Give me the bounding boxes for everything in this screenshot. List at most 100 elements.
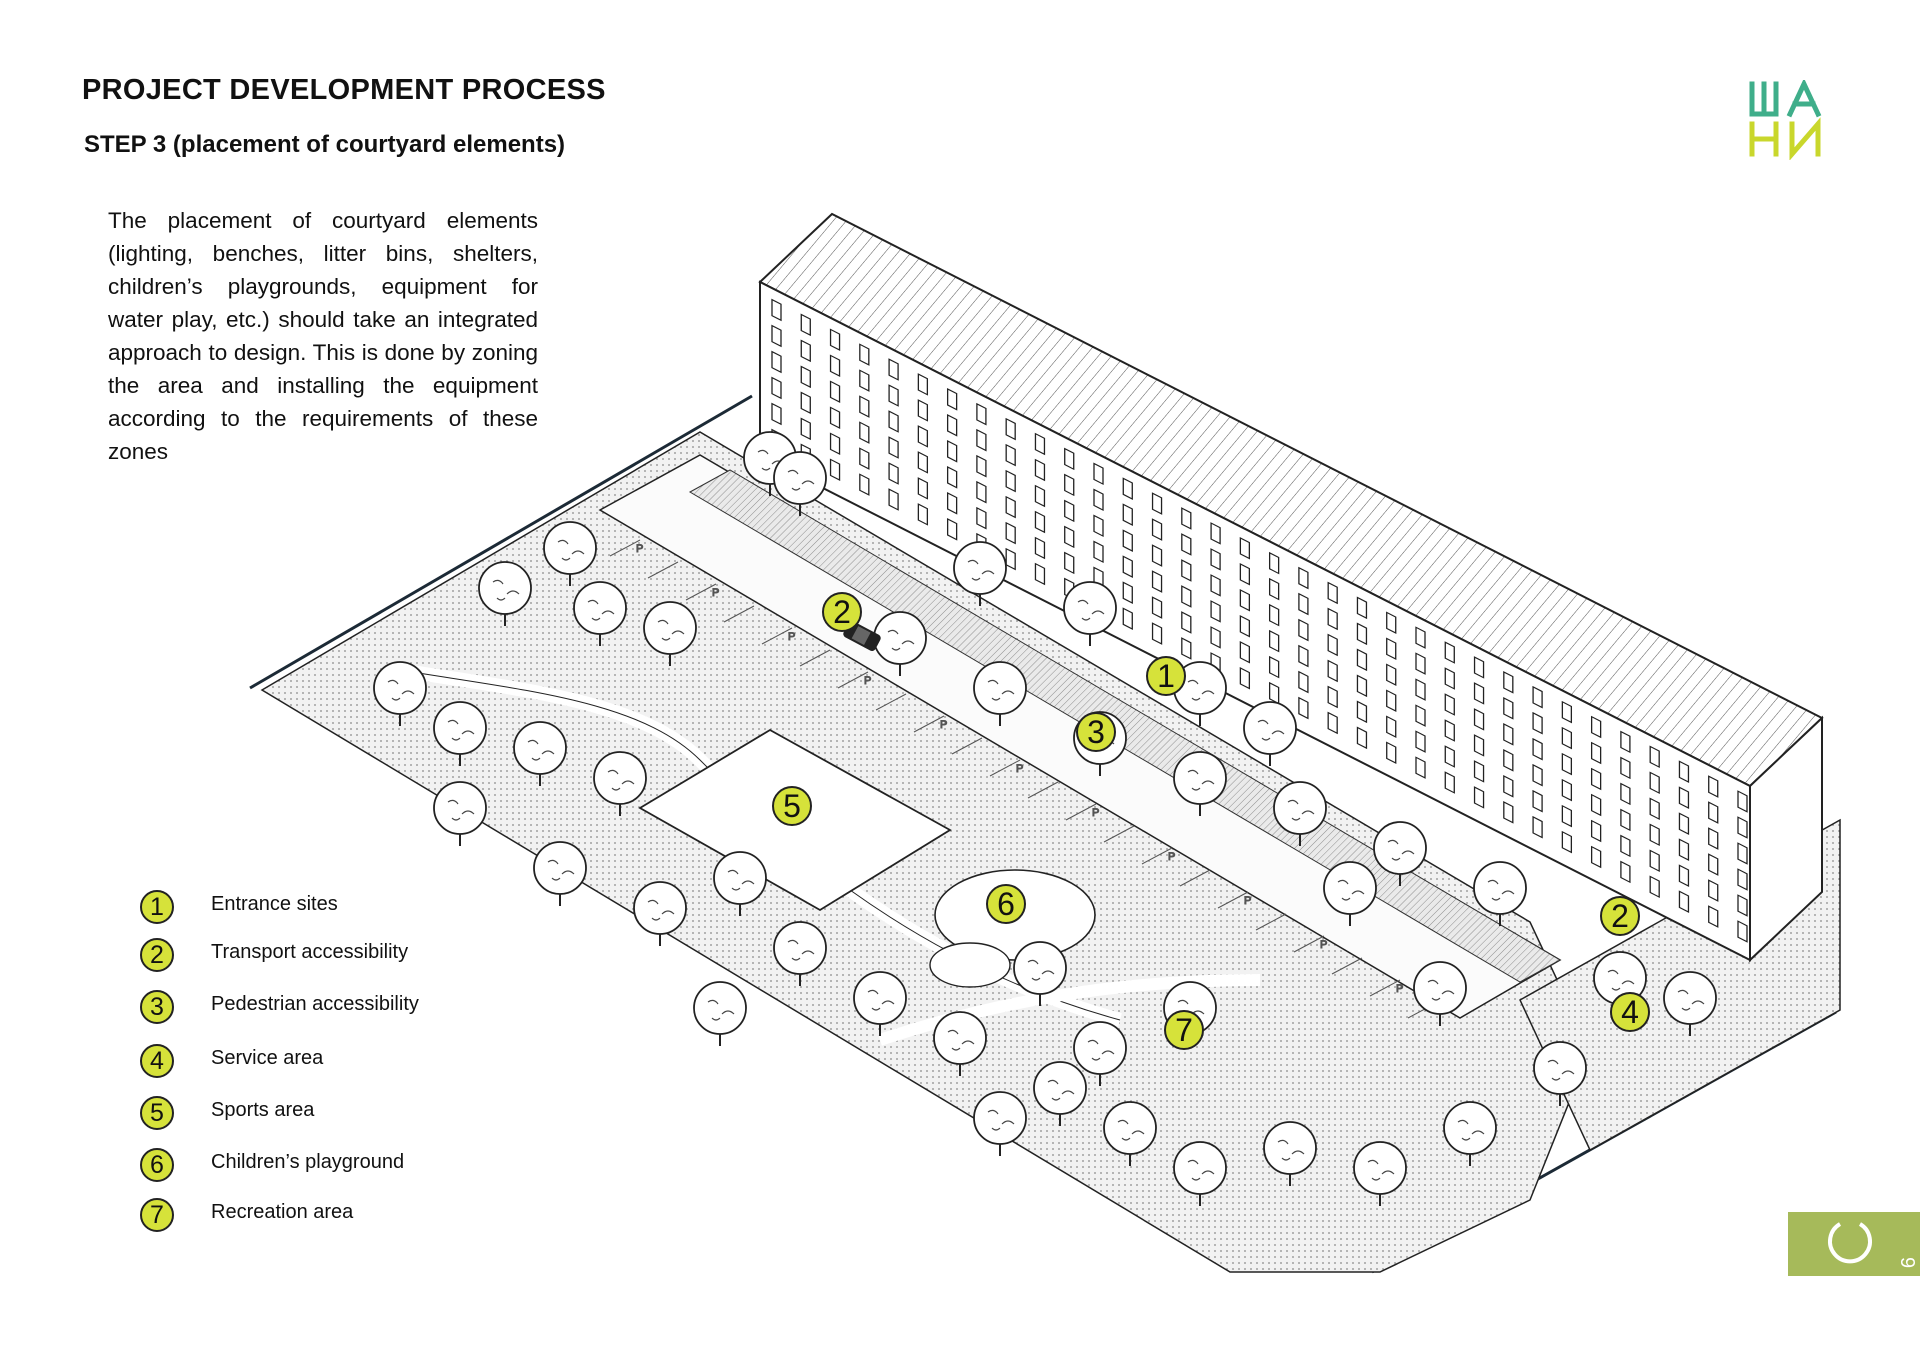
parking-slot-line <box>1331 957 1363 975</box>
window <box>1473 786 1485 809</box>
description-text: The placement of courtyard elements (lig… <box>108 208 538 464</box>
parking-slot-line <box>685 583 717 601</box>
parking-slot-line <box>1369 979 1401 997</box>
parking-slot-line <box>1255 913 1287 931</box>
window <box>1064 447 1075 471</box>
zone-marker-number: 7 <box>1175 1012 1193 1048</box>
zone-marker-circle <box>1076 712 1116 752</box>
legend-label: Transport accessibility <box>211 941 409 963</box>
window <box>800 365 811 389</box>
window <box>1356 622 1368 646</box>
window <box>1503 801 1514 824</box>
tree-icon <box>973 1091 1027 1157</box>
window <box>1210 548 1221 571</box>
hedge-strip <box>688 469 1562 983</box>
window <box>1708 905 1719 928</box>
window <box>1093 540 1104 564</box>
legend-item: 4 Service area <box>140 1044 500 1084</box>
window <box>888 358 899 381</box>
window <box>1444 745 1455 768</box>
window <box>1737 894 1748 917</box>
zone-marker-circle <box>822 592 862 632</box>
window <box>1327 685 1338 709</box>
window <box>1532 789 1543 813</box>
zone-marker-number: 2 <box>833 594 851 630</box>
window <box>1239 588 1251 612</box>
window <box>1561 726 1573 750</box>
window <box>1356 596 1368 620</box>
window <box>1473 682 1485 705</box>
page-title: PROJECT DEVELOPMENT PROCESS <box>82 74 606 106</box>
window <box>1181 585 1192 608</box>
legend-label: Recreation area <box>211 1201 354 1223</box>
window <box>800 313 811 337</box>
window <box>1532 815 1543 839</box>
parking-slot-line <box>951 737 983 755</box>
window <box>1503 697 1514 720</box>
window <box>917 425 929 448</box>
window <box>1444 719 1455 742</box>
window <box>1503 671 1514 694</box>
zone-marker-circle <box>1146 656 1186 696</box>
legend-number-badge: 3 <box>140 990 174 1024</box>
window <box>1210 600 1221 623</box>
window <box>1561 804 1573 828</box>
window <box>1532 737 1543 761</box>
window <box>1503 775 1514 798</box>
parking-slot-line <box>1293 935 1325 953</box>
window <box>1268 603 1280 627</box>
window <box>1005 417 1016 441</box>
window <box>1561 752 1573 776</box>
window <box>1298 670 1309 694</box>
window <box>1327 607 1338 631</box>
parking-slot-line <box>1217 891 1249 909</box>
window <box>976 402 987 426</box>
window <box>1590 715 1602 739</box>
window <box>1415 730 1426 753</box>
window <box>1239 614 1251 638</box>
window <box>888 410 899 433</box>
window <box>888 384 899 407</box>
window <box>1239 640 1251 664</box>
legend-number-badge: 1 <box>140 890 174 924</box>
parking-slot-line <box>1027 781 1059 799</box>
window <box>1590 767 1602 791</box>
window <box>1005 443 1016 467</box>
window <box>1386 715 1397 738</box>
window <box>1444 771 1455 794</box>
window <box>1678 786 1690 809</box>
window <box>1473 708 1485 731</box>
zone-marker-circle <box>1164 1010 1204 1050</box>
window <box>1298 696 1309 720</box>
window <box>1210 522 1221 545</box>
parking-slot-line <box>989 759 1021 777</box>
window <box>1122 607 1133 630</box>
window <box>1386 611 1397 634</box>
window <box>1444 667 1455 690</box>
window <box>888 436 899 459</box>
courtyard-lawn <box>260 431 1591 1273</box>
window <box>1473 656 1485 679</box>
window <box>1473 734 1485 757</box>
window <box>771 350 782 374</box>
legend-item: 1 Entrance sites <box>140 890 500 930</box>
window <box>1386 637 1397 660</box>
window <box>917 399 929 422</box>
parking-sign: P <box>1168 851 1175 863</box>
window <box>1678 864 1690 887</box>
footpath <box>878 974 1261 1046</box>
parking-sign: P <box>1016 763 1023 775</box>
window <box>1415 652 1426 675</box>
legend-item: 7 Recreation area <box>140 1198 500 1238</box>
window <box>1239 536 1251 560</box>
window <box>1064 525 1075 549</box>
window <box>1620 834 1631 858</box>
parking-sign: P <box>712 587 719 599</box>
tree-icon <box>533 841 587 907</box>
window <box>1239 562 1251 586</box>
tree-icon <box>693 981 747 1047</box>
window <box>1590 819 1602 843</box>
window <box>976 506 987 530</box>
